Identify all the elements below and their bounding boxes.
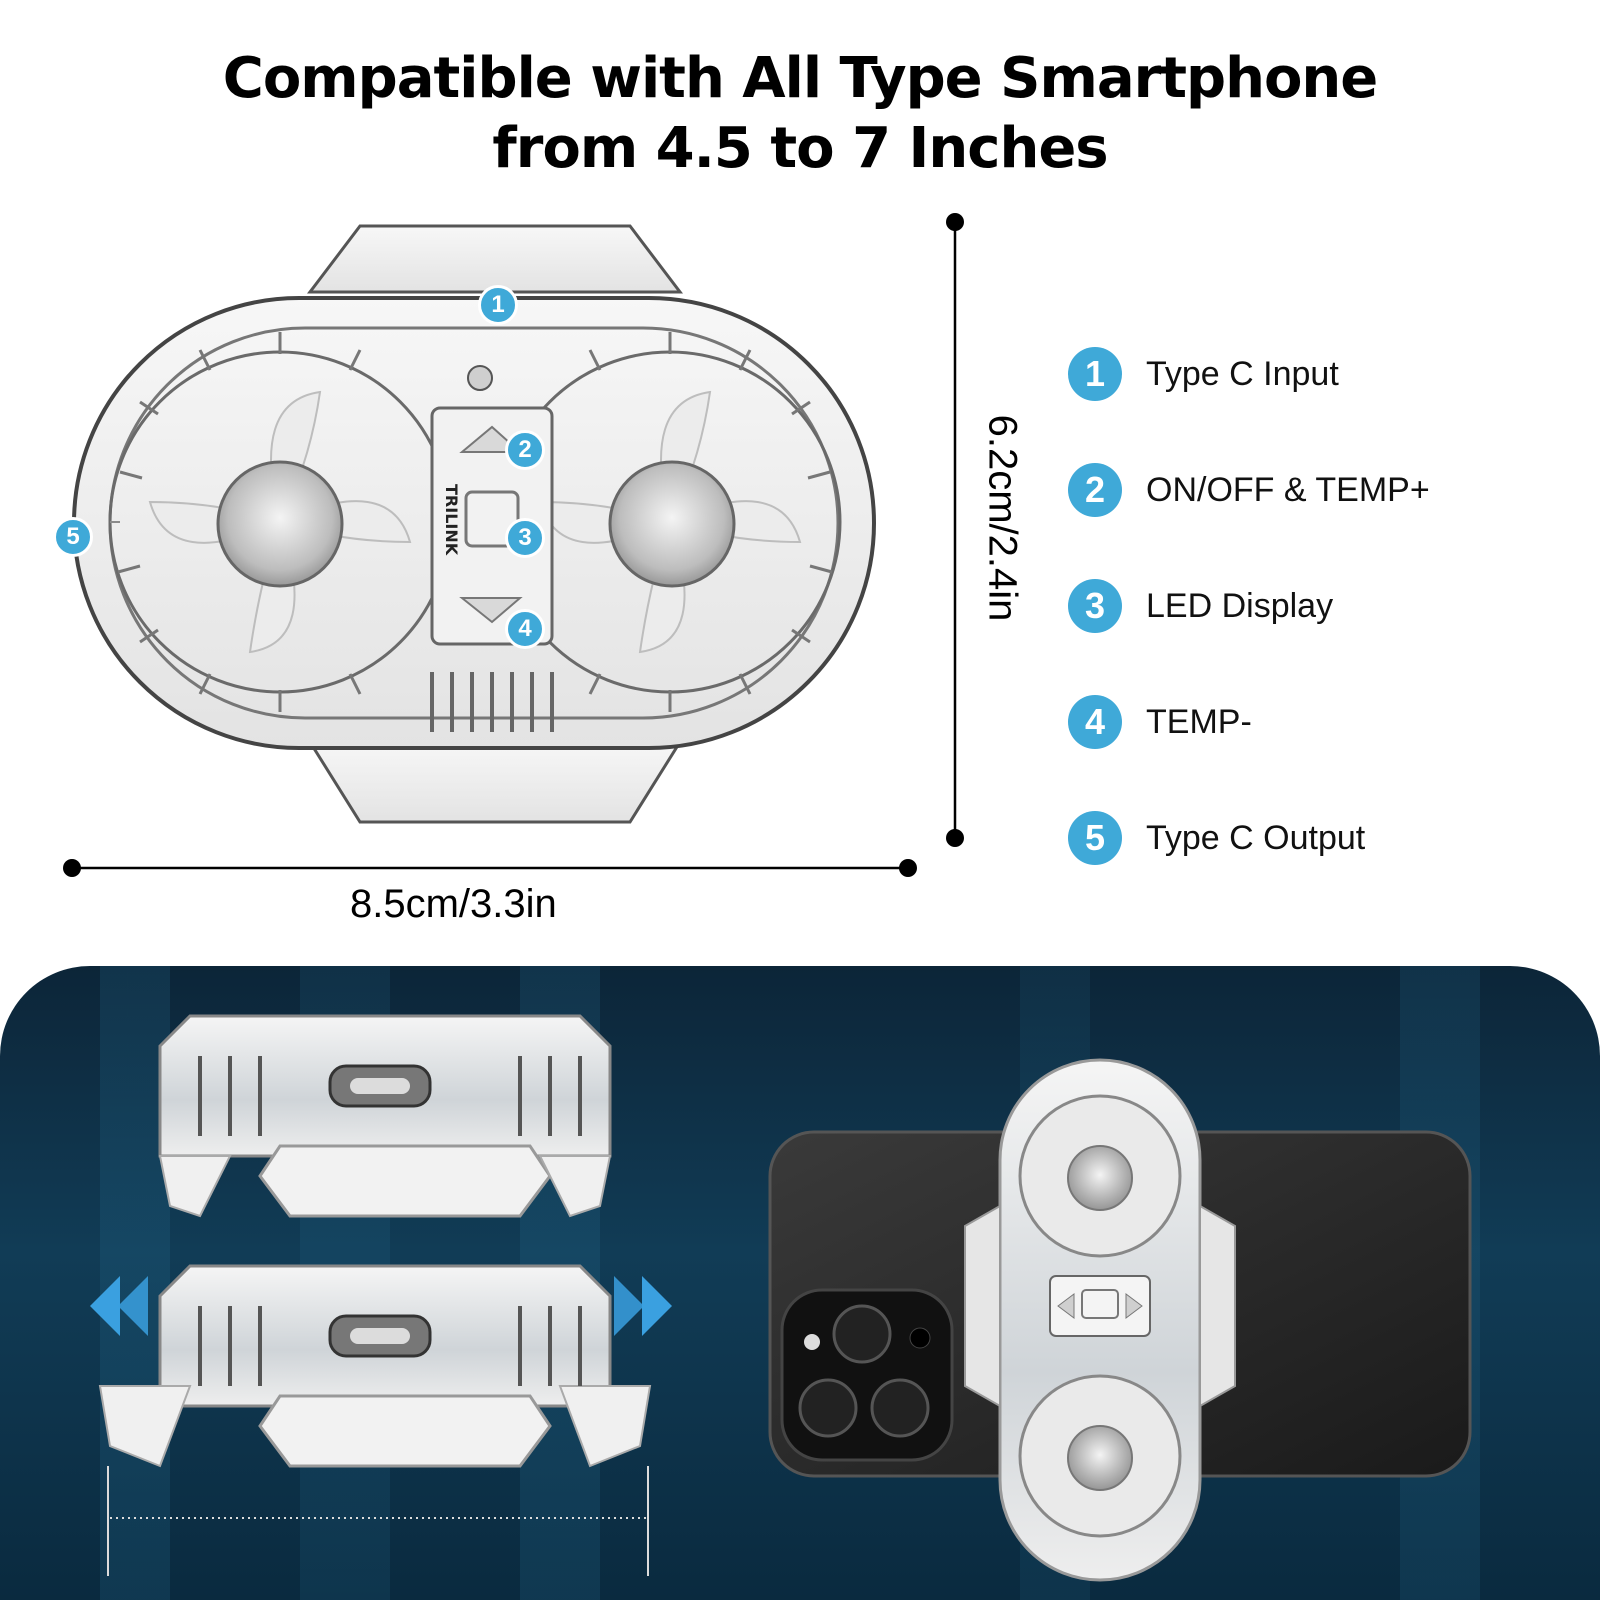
- usage-illustration: [90, 1014, 1472, 1582]
- side-view-closed: [158, 1014, 612, 1218]
- phone-with-cooler: [768, 1058, 1472, 1582]
- title-line-1: Compatible with All Type Smartphone: [222, 46, 1379, 111]
- page-title: Compatible with All Type Smartphone from…: [0, 44, 1600, 184]
- legend-label: Type C Input: [1146, 354, 1339, 393]
- top-clamp: [306, 224, 684, 294]
- legend-item-led-display: 3 LED Display: [1068, 548, 1528, 664]
- callout-5: 5: [53, 517, 93, 557]
- width-dimension-label: 8.5cm/3.3in: [350, 882, 557, 926]
- callout-4: 4: [505, 609, 545, 649]
- title-line-2: from 4.5 to 7 Inches: [492, 116, 1108, 181]
- callout-3: 3: [505, 518, 545, 558]
- legend-label: Type C Output: [1146, 818, 1366, 857]
- legend-item-type-c-input: 1 Type C Input: [1068, 316, 1528, 432]
- callout-2: 2: [505, 430, 545, 470]
- legend-label: ON/OFF & TEMP+: [1146, 470, 1430, 509]
- legend-item-temp-minus: 4 TEMP-: [1068, 664, 1528, 780]
- side-view-extended: [98, 1264, 652, 1576]
- legend-item-type-c-output: 5 Type C Output: [1068, 780, 1528, 896]
- height-dimension-label: 6.2cm/2.4in: [980, 414, 1025, 622]
- legend-item-on-off: 2 ON/OFF & TEMP+: [1068, 432, 1528, 548]
- legend-label: TEMP-: [1146, 702, 1252, 741]
- fan-hub-left: [216, 460, 344, 588]
- legend-label: LED Display: [1146, 586, 1334, 625]
- double-chevron-left-icon: [90, 1276, 148, 1336]
- legend-badge: 2: [1068, 463, 1122, 517]
- cooler-top-view: TRILINK: [72, 224, 876, 824]
- fan-hub-right: [608, 460, 736, 588]
- legend-badge: 1: [1068, 347, 1122, 401]
- usage-panel: [0, 966, 1600, 1600]
- legend-badge: 4: [1068, 695, 1122, 749]
- svg-text:TRILINK: TRILINK: [442, 484, 461, 556]
- dimension-lines: [63, 213, 964, 877]
- feature-legend: 1 Type C Input 2 ON/OFF & TEMP+ 3 LED Di…: [1068, 316, 1528, 896]
- legend-badge: 5: [1068, 811, 1122, 865]
- callout-1: 1: [478, 285, 518, 325]
- legend-badge: 3: [1068, 579, 1122, 633]
- double-chevron-right-icon: [614, 1276, 672, 1336]
